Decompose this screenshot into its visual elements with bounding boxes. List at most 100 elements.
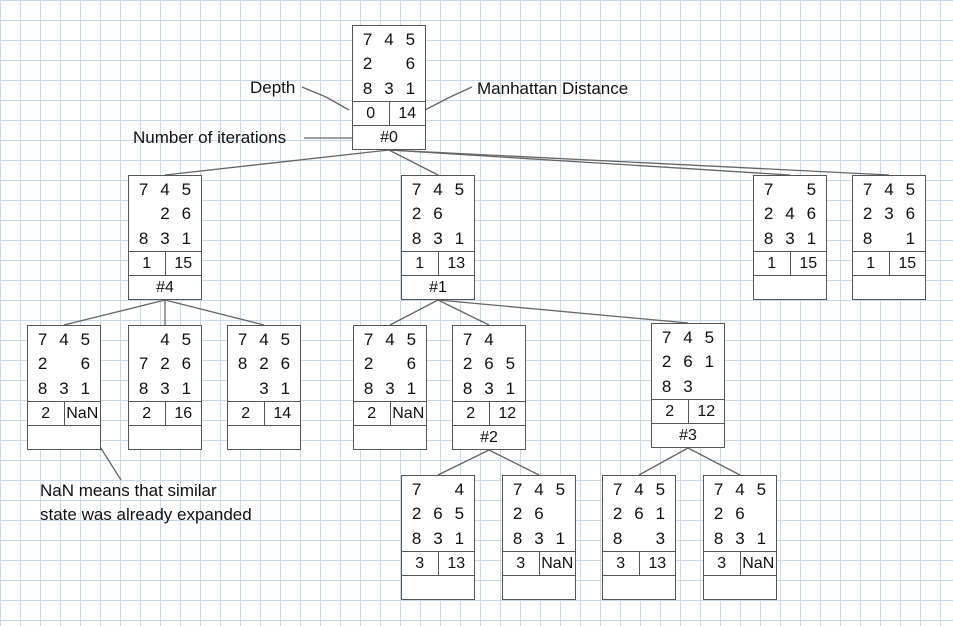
puzzle-tile: 8 [713, 528, 724, 548]
puzzle-tile: 4 [785, 204, 795, 224]
puzzle-tile: 5 [405, 30, 416, 50]
edge [164, 149, 390, 176]
depth-label: Depth [250, 78, 296, 97]
puzzle-tile: 6 [433, 204, 443, 224]
depth-value: 2 [354, 402, 391, 425]
puzzle-tile: 4 [634, 480, 644, 500]
puzzle-tile: 7 [462, 330, 473, 350]
edge [638, 447, 689, 476]
blank-tile [133, 202, 154, 226]
distance-value: NaN [66, 404, 99, 422]
puzzle-tile: 2 [160, 204, 170, 224]
puzzle-tile: 7 [763, 180, 774, 200]
puzzle-tile: 5 [505, 354, 516, 374]
puzzle-tile: 5 [406, 330, 417, 350]
depth-value: 1 [129, 252, 166, 275]
puzzle-tile: 1 [905, 228, 916, 248]
iteration-number: #0 [380, 128, 398, 146]
edge [687, 447, 741, 476]
puzzle-tile: 7 [37, 330, 48, 350]
puzzle-tile: 8 [763, 228, 774, 248]
puzzle-tile: 7 [612, 480, 623, 500]
puzzle-tile: 6 [181, 204, 192, 224]
puzzle-tile: 1 [756, 528, 767, 548]
puzzle-tile: 6 [806, 204, 817, 224]
depth-value: 1 [853, 252, 890, 275]
distance-value: 15 [799, 254, 818, 272]
edge [63, 299, 166, 326]
iteration-number [853, 276, 925, 299]
puzzle-tile: 4 [534, 480, 544, 500]
edge [488, 449, 540, 476]
puzzle-tile: 8 [363, 378, 374, 398]
puzzle-tile: 5 [80, 330, 91, 350]
blank-tile [699, 375, 720, 399]
puzzle-tile: 8 [512, 528, 523, 548]
puzzle-tile: 4 [160, 330, 170, 350]
depth-value: 3 [603, 552, 640, 575]
distance-value: 12 [697, 402, 716, 420]
puzzle-tile: 2 [862, 204, 873, 224]
distance-value: 13 [648, 554, 667, 572]
puzzle-tile: 6 [181, 354, 192, 374]
iteration-number [129, 426, 201, 449]
puzzle-tile: 7 [237, 330, 248, 350]
iteration-number [402, 576, 474, 599]
puzzle-tile: 6 [405, 54, 416, 74]
puzzle-tile: 3 [655, 528, 666, 548]
blank-tile [628, 527, 649, 551]
puzzle-tile: 7 [138, 180, 149, 200]
depth-value: 2 [453, 402, 490, 425]
puzzle-tile: 8 [612, 528, 623, 548]
puzzle-tile: 2 [411, 504, 422, 524]
node-metrics: 3 13 [603, 551, 675, 576]
blank-tile [133, 328, 154, 352]
puzzle-tile: 2 [713, 504, 724, 524]
nan-note-line2: state was already expanded [40, 505, 252, 524]
puzzle-tile: 4 [259, 330, 269, 350]
puzzle-tile: 1 [181, 228, 192, 248]
puzzle-tile: 2 [363, 354, 374, 374]
iteration-number: #1 [429, 278, 447, 296]
distance-value: 14 [273, 404, 292, 422]
distance-leader [424, 86, 473, 111]
puzzle-tile: 3 [259, 378, 269, 398]
puzzle-tile: 2 [763, 204, 774, 224]
distance-value: 12 [498, 404, 517, 422]
puzzle-tile: 3 [59, 378, 69, 398]
iteration-number [704, 576, 776, 599]
blank-tile [779, 178, 800, 202]
puzzle-tile: 7 [713, 480, 724, 500]
blank-tile [379, 352, 400, 376]
blank-tile [751, 502, 772, 526]
depth-value: 2 [652, 400, 689, 423]
puzzle-tile: 1 [704, 352, 715, 372]
blank-tile [427, 478, 448, 502]
puzzle-tile: 6 [406, 354, 417, 374]
puzzle-tile: 5 [555, 480, 566, 500]
iteration-number [503, 576, 575, 599]
